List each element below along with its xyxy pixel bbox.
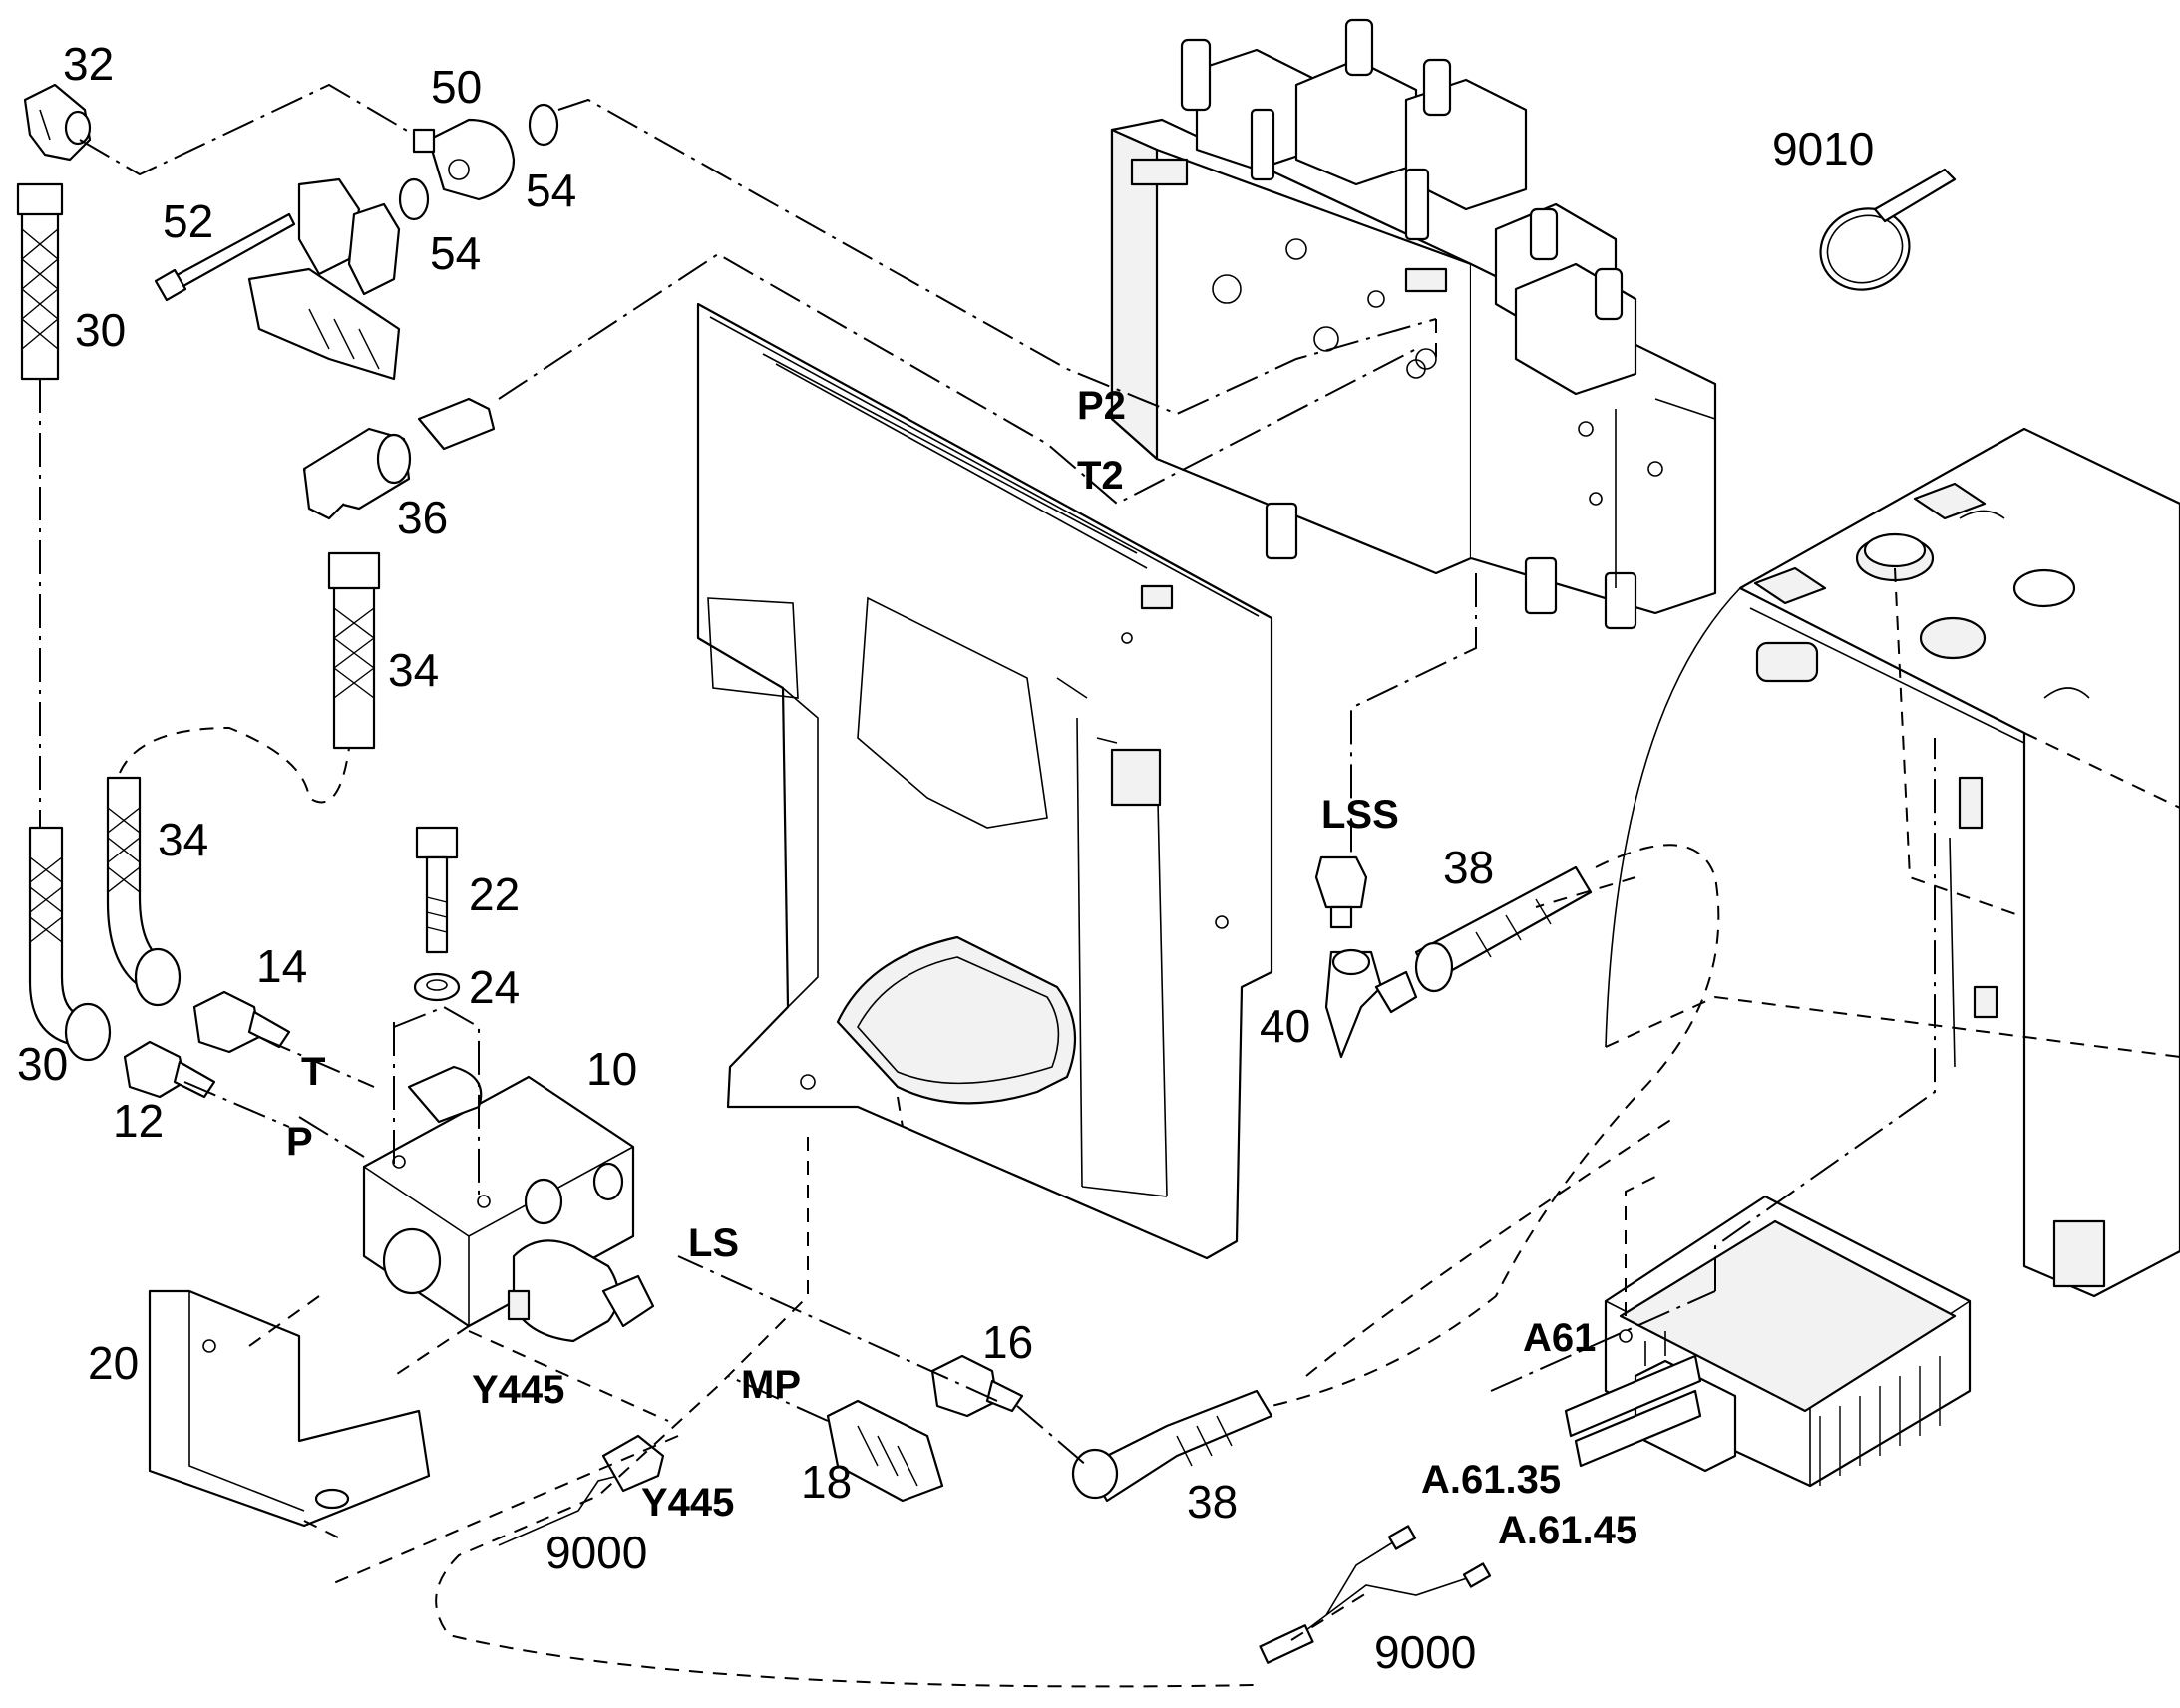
label-t: T <box>301 1050 325 1094</box>
label-9010: 9010 <box>1772 123 1874 174</box>
wiring-harness-bottom <box>1259 1525 1492 1664</box>
label-40: 40 <box>1260 1000 1310 1052</box>
label-54-top: 54 <box>526 165 576 216</box>
fitting-16 <box>930 1354 1024 1418</box>
label-32: 32 <box>63 38 114 90</box>
hose-38-lower <box>1071 1389 1273 1503</box>
hose-34-left <box>106 776 182 1007</box>
tee-fitting-40 <box>1324 948 1418 1059</box>
fitting-32 <box>23 83 92 162</box>
label-9000-left: 9000 <box>545 1527 647 1578</box>
label-34-left: 34 <box>158 814 208 865</box>
label-24: 24 <box>469 961 520 1013</box>
label-36: 36 <box>397 492 448 543</box>
label-lss: LSS <box>1321 793 1399 837</box>
fitting-lss <box>1314 855 1368 929</box>
washer-24 <box>413 972 461 1002</box>
label-20: 20 <box>88 1337 139 1389</box>
label-34-middle: 34 <box>388 644 439 696</box>
label-12: 12 <box>113 1095 164 1147</box>
connection-lines <box>39 83 1936 1688</box>
bracket-20 <box>148 1289 431 1528</box>
label-52: 52 <box>163 195 213 247</box>
hose-38-upper <box>1414 865 1593 993</box>
label-38-upper: 38 <box>1443 842 1494 893</box>
label-t2: T2 <box>1077 454 1124 498</box>
fitting-50 <box>398 103 559 221</box>
fittings-12-14 <box>123 990 291 1099</box>
label-14: 14 <box>256 940 307 992</box>
label-38-lower: 38 <box>1187 1476 1238 1528</box>
label-16: 16 <box>982 1316 1033 1368</box>
test-coupling-18 <box>826 1399 944 1503</box>
label-ls: LS <box>688 1221 739 1265</box>
solenoid-y445 <box>507 1239 655 1343</box>
label-9000-right: 9000 <box>1374 1626 1476 1678</box>
label-p: P <box>286 1120 313 1164</box>
control-valve-block <box>1110 18 1717 630</box>
bolt-22 <box>415 826 459 954</box>
label-54-bottom: 54 <box>430 227 481 279</box>
hydraulic-tank <box>1605 427 2180 1298</box>
label-a61-35: A.61.35 <box>1421 1458 1561 1502</box>
label-30-lower: 30 <box>17 1038 68 1090</box>
label-50: 50 <box>431 61 482 113</box>
label-a61-45: A.61.45 <box>1498 1509 1637 1552</box>
controller-a61 <box>1564 1176 1972 1488</box>
bolt-52-clamp <box>154 177 401 381</box>
label-a61: A61 <box>1523 1316 1596 1360</box>
label-22: 22 <box>469 868 520 920</box>
hose-34-middle <box>327 551 381 750</box>
label-18: 18 <box>801 1456 852 1508</box>
hose-30-upper <box>16 182 64 381</box>
hose-30-lower <box>28 826 112 1062</box>
tee-fitting-36 <box>302 397 496 520</box>
part-labels: 32 50 54 54 52 30 36 34 9010 P2 T2 34 22… <box>17 38 1874 1678</box>
cable-tie-9010 <box>1819 168 1957 291</box>
label-y445-connector: Y445 <box>641 1481 734 1525</box>
label-30-upper: 30 <box>75 304 126 356</box>
label-y445-solenoid: Y445 <box>472 1368 564 1412</box>
label-10: 10 <box>586 1043 637 1095</box>
label-mp: MP <box>741 1363 801 1407</box>
label-p2: P2 <box>1077 384 1126 428</box>
mounting-plate <box>696 302 1273 1260</box>
